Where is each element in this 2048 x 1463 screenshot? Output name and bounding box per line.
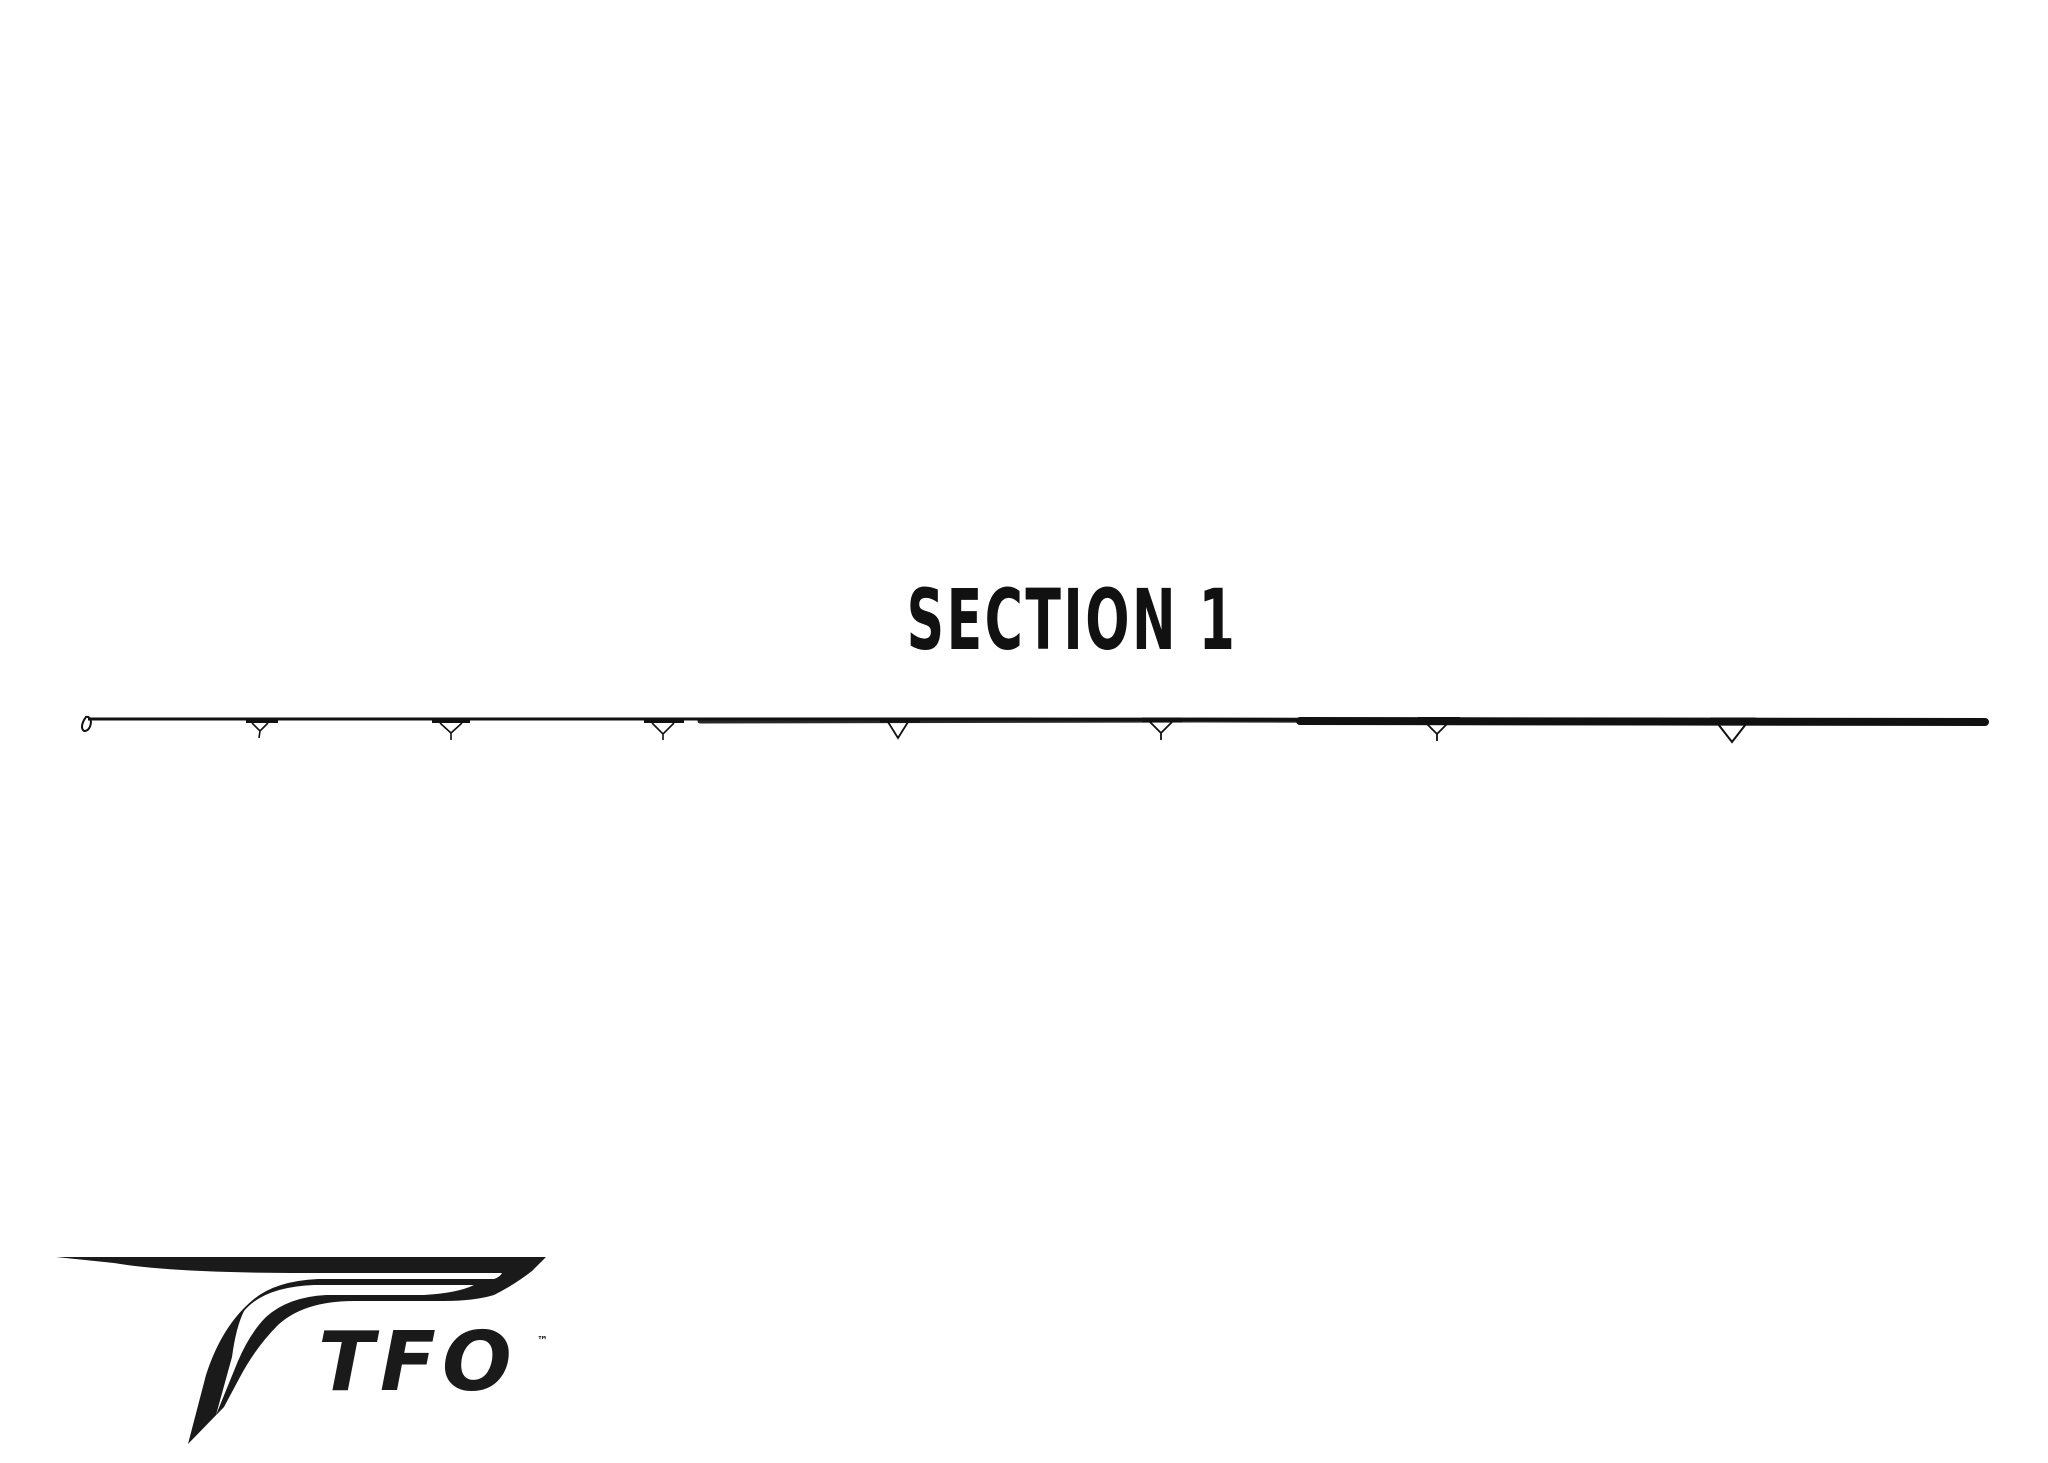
guide [1142, 717, 1182, 740]
section-title: SECTION 1 [906, 571, 1238, 669]
guide [432, 719, 470, 740]
trademark-symbol: ™ [537, 1334, 548, 1347]
rod-blank-thick [1296, 717, 1989, 726]
logo-text: TFO [318, 1315, 518, 1410]
tfo-logo-mark [56, 1257, 546, 1444]
guide [880, 717, 920, 740]
guide [1710, 717, 1756, 744]
guide [644, 719, 684, 740]
guide [246, 719, 278, 739]
guide [1418, 717, 1460, 741]
tip-top-guide [81, 715, 93, 733]
